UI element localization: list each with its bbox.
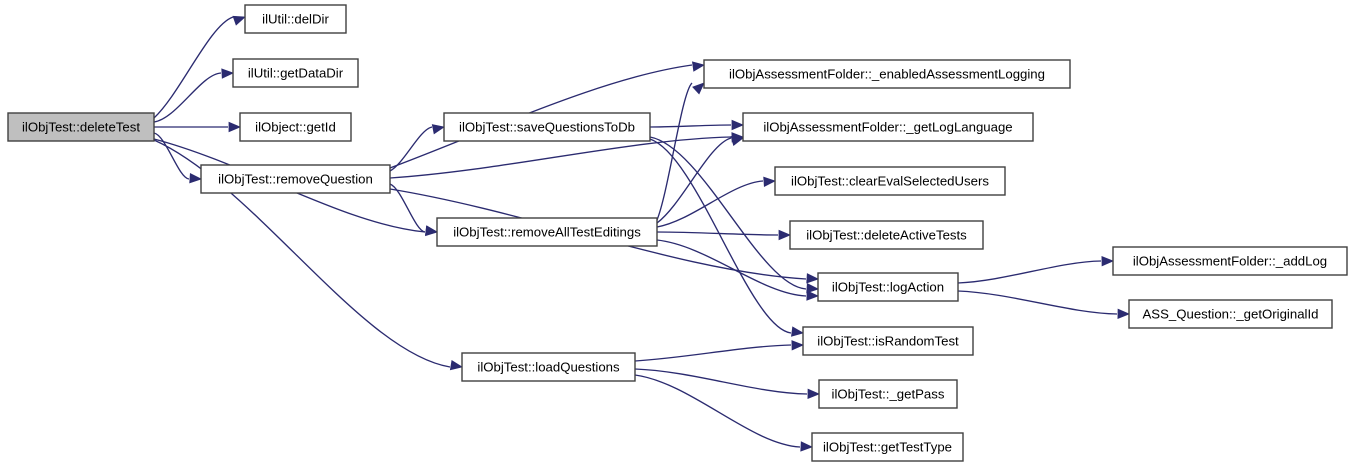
node-label: ilObjAssessmentFolder::_getLogLanguage [763, 119, 1012, 134]
edge-arrowhead [431, 124, 446, 135]
node-box[interactable] [200, 164, 391, 194]
node-box[interactable] [239, 112, 352, 142]
node-label: ilObject::getId [255, 119, 336, 134]
call-edge-remove-all-test-editings-to-enabled-assessment-logging [656, 82, 693, 221]
node-box[interactable] [817, 272, 959, 302]
edge-arrowhead [778, 229, 792, 241]
edge-arrowhead [228, 121, 242, 133]
call-edge-load-questions-to-is-random-test [634, 344, 792, 362]
node-il-obj-test-save-questions-to-db[interactable]: ilObjTest::saveQuestionsToDb [443, 112, 651, 142]
edge-arrowhead [449, 360, 464, 371]
node-il-obj-test-get-pass[interactable]: ilObjTest::_getPass [818, 379, 958, 409]
node-il-obj-assessment-folder-add-log[interactable]: ilObjAssessmentFolder::_addLog [1112, 246, 1348, 276]
call-edge-load-questions-to-get-pass [634, 368, 808, 395]
edge-arrowhead [806, 283, 820, 294]
call-edge-save-questions-to-db-to-get-log-language [649, 124, 732, 128]
node-box[interactable] [789, 220, 984, 250]
call-edge-delete-test-to-remove-question [153, 132, 190, 180]
node-label: ilUtil::getDataDir [248, 65, 344, 80]
node-box[interactable] [7, 112, 155, 142]
node-il-obj-test-delete-test[interactable]: ilObjTest::deleteTest [7, 112, 155, 142]
call-edge-delete-test-to-load-questions [153, 139, 451, 368]
edge-arrowhead [763, 176, 777, 187]
node-label: ilObjTest::loadQuestions [477, 359, 620, 374]
edge-arrowhead [691, 61, 706, 72]
node-label: ilUtil::delDir [262, 11, 329, 26]
node-il-obj-test-load-questions[interactable]: ilObjTest::loadQuestions [461, 352, 636, 382]
node-label: ilObjTest::deleteActiveTests [806, 227, 967, 242]
node-label: ilObjTest::isRandomTest [817, 333, 959, 348]
call-edge-delete-test-to-del-dir [153, 16, 234, 119]
node-label: ilObjTest::getTestType [823, 439, 952, 454]
edge-arrowhead [221, 68, 235, 79]
node-label: ilObjTest::deleteTest [22, 119, 140, 134]
node-il-obj-assessment-folder-get-log-language[interactable]: ilObjAssessmentFolder::_getLogLanguage [742, 112, 1034, 142]
call-edge-log-action-to-add-log [957, 260, 1102, 284]
node-box[interactable] [1112, 246, 1348, 276]
edge-arrowhead [731, 119, 745, 131]
call-edge-remove-all-test-editings-to-log-action [656, 239, 807, 297]
call-edge-remove-question-to-remove-all-test-editings [389, 183, 426, 233]
node-il-obj-assessment-folder-enabled-assessment-logging[interactable]: ilObjAssessmentFolder::_enabledAssessmen… [703, 59, 1071, 89]
node-il-obj-test-remove-all-test-editings[interactable]: ilObjTest::removeAllTestEditings [436, 217, 658, 247]
edge-arrowhead [800, 441, 814, 452]
node-box[interactable] [443, 112, 651, 142]
node-il-obj-test-is-random-test[interactable]: ilObjTest::isRandomTest [802, 326, 974, 356]
node-label: ilObjTest::_getPass [832, 386, 945, 401]
edge-arrowhead [806, 273, 820, 284]
node-box[interactable] [461, 352, 636, 382]
edge-arrowhead [791, 326, 805, 337]
node-box[interactable] [774, 166, 1006, 196]
node-il-obj-test-remove-question[interactable]: ilObjTest::removeQuestion [200, 164, 391, 194]
node-il-object-get-id[interactable]: ilObject::getId [239, 112, 352, 142]
edge-arrowhead [424, 225, 439, 236]
node-label: ilObjTest::clearEvalSelectedUsers [791, 173, 989, 188]
edge-arrowhead [730, 136, 744, 147]
call-edge-save-questions-to-db-to-log-action [649, 136, 807, 290]
edge-arrowhead [232, 15, 246, 26]
node-box[interactable] [244, 4, 347, 34]
node-il-obj-test-get-test-type[interactable]: ilObjTest::getTestType [811, 432, 964, 462]
node-il-obj-test-clear-eval-selected-users[interactable]: ilObjTest::clearEvalSelectedUsers [774, 166, 1006, 196]
edge-arrowhead [806, 290, 820, 301]
node-label: ASS_Question::_getOriginalId [1143, 306, 1319, 321]
node-il-util-del-dir[interactable]: ilUtil::delDir [244, 4, 347, 34]
edge-arrowhead [1117, 308, 1131, 320]
edge-arrowhead [791, 340, 805, 351]
edge-arrowhead [1101, 255, 1115, 267]
call-edge-save-questions-to-db-to-is-random-test [649, 138, 792, 334]
call-edge-delete-test-to-get-data-dir [153, 72, 222, 123]
node-box[interactable] [1128, 299, 1333, 329]
call-edge-remove-question-to-save-questions-to-db [389, 126, 433, 172]
node-box[interactable] [818, 379, 958, 409]
call-edge-load-questions-to-get-test-type [634, 374, 801, 448]
node-label: ilObjTest::logAction [832, 279, 944, 294]
call-edge-remove-all-test-editings-to-get-log-language [656, 137, 732, 224]
call-edge-remove-all-test-editings-to-clear-eval-selected-users [656, 180, 764, 228]
node-il-obj-test-delete-active-tests[interactable]: ilObjTest::deleteActiveTests [789, 220, 984, 250]
call-edge-remove-question-to-get-log-language [389, 136, 732, 179]
node-il-obj-test-log-action[interactable]: ilObjTest::logAction [817, 272, 959, 302]
node-il-util-get-data-dir[interactable]: ilUtil::getDataDir [232, 58, 359, 88]
node-ass-question-get-original-id[interactable]: ASS_Question::_getOriginalId [1128, 299, 1333, 329]
node-label: ilObjTest::removeAllTestEditings [453, 224, 641, 239]
node-box[interactable] [703, 59, 1071, 89]
node-label: ilObjTest::removeQuestion [218, 171, 373, 186]
node-layer: ilObjTest::deleteTest ilUtil::delDirilUti… [7, 4, 1348, 462]
call-edge-remove-question-to-enabled-assessment-logging [389, 64, 693, 169]
edge-arrowhead [189, 173, 203, 184]
node-box[interactable] [742, 112, 1034, 142]
node-label: ilObjTest::saveQuestionsToDb [459, 119, 635, 134]
node-label: ilObjAssessmentFolder::_enabledAssessmen… [729, 66, 1045, 81]
node-box[interactable] [436, 217, 658, 247]
node-box[interactable] [802, 326, 974, 356]
edge-arrowhead [692, 82, 705, 95]
call-edge-remove-all-test-editings-to-delete-active-tests [656, 231, 779, 236]
node-box[interactable] [811, 432, 964, 462]
edge-arrowhead [807, 388, 821, 400]
call-edge-log-action-to-get-original-id [957, 290, 1118, 315]
node-label: ilObjAssessmentFolder::_addLog [1133, 253, 1327, 268]
node-box[interactable] [232, 58, 359, 88]
